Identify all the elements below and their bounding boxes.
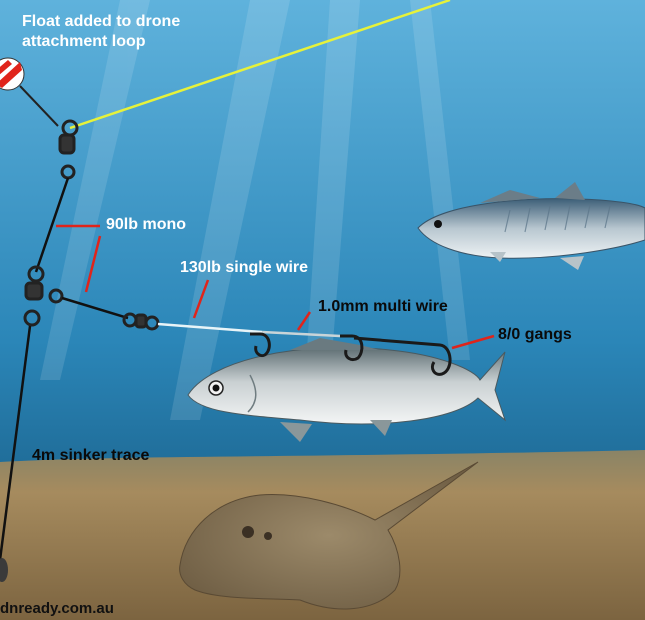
mono-label: 90lb mono — [106, 216, 187, 233]
watermark: dnready.com.au — [0, 600, 114, 617]
pointer-gangs — [451, 334, 495, 350]
single-wire-label: 130lb single wire — [180, 259, 309, 276]
drone-line — [69, 0, 451, 130]
mackerel — [417, 182, 645, 270]
three-way-swivel — [23, 265, 64, 327]
gangs-label: 8/0 gangs — [498, 326, 572, 343]
pointer-mono-b — [84, 235, 102, 293]
top-swivel — [58, 119, 79, 180]
float-line — [19, 85, 59, 127]
pointer-multi-wire — [296, 311, 312, 331]
mono-line — [34, 177, 70, 273]
single-wire — [157, 322, 263, 334]
light-rays — [40, 0, 470, 420]
leader-mono — [61, 296, 129, 320]
stingray — [179, 461, 479, 610]
bait-fish — [187, 338, 507, 442]
gang-hooks — [250, 332, 452, 376]
sinker — [0, 558, 8, 582]
float-icon — [0, 57, 25, 91]
leader-swivel — [122, 312, 160, 331]
float-note-label: Float added to drone attachment loop — [22, 13, 181, 50]
multi-wire-label: 1.0mm multi wire — [318, 298, 448, 315]
pointer-lines — [56, 224, 495, 350]
multi-wire — [261, 330, 341, 338]
sinker-trace-label: 4m sinker trace — [32, 447, 150, 464]
pointer-single-wire — [192, 279, 210, 319]
sinker-trace-line — [0, 325, 32, 561]
